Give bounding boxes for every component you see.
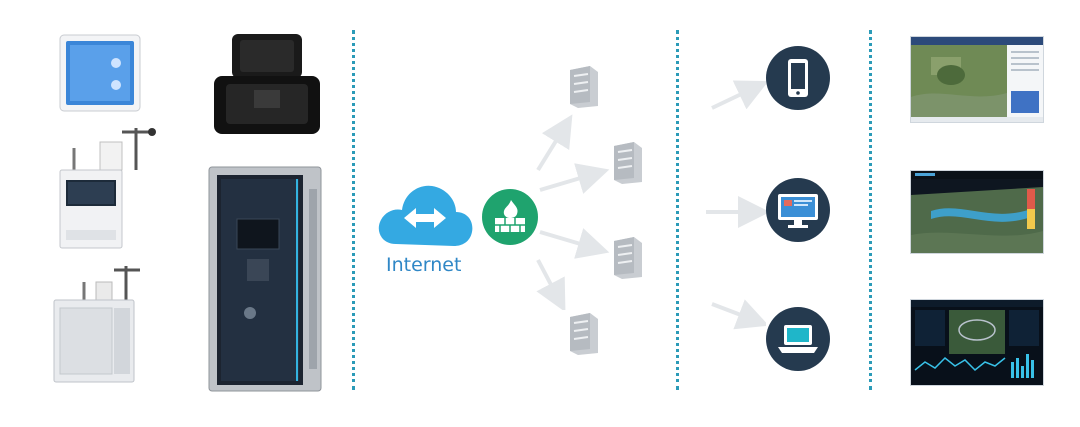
laptop-circle	[766, 307, 830, 371]
outdoor-monitor	[53, 266, 140, 383]
arrows-to-servers	[536, 114, 610, 310]
server-icon	[570, 66, 598, 108]
map-dashboard	[910, 36, 1044, 123]
divider-1	[352, 30, 355, 390]
portable-case	[214, 34, 320, 134]
smartphone-circle	[766, 46, 830, 110]
server-icon	[614, 142, 642, 184]
data-dashboard	[910, 299, 1044, 386]
smartphone-icon	[788, 59, 808, 97]
firewall-icon	[482, 189, 538, 245]
arrows-to-clients	[706, 80, 766, 330]
desktop-circle	[766, 178, 830, 242]
3d-map-dashboard	[910, 170, 1044, 254]
divider-3	[869, 30, 872, 390]
weather-station	[59, 128, 156, 249]
cloud-icon	[378, 185, 473, 246]
server-cabinet	[208, 166, 322, 392]
server-icon	[614, 237, 642, 279]
server-icon	[570, 313, 598, 355]
divider-2	[676, 30, 679, 390]
internet-label: Internet	[386, 254, 462, 276]
air-monitor-tablet	[59, 34, 141, 112]
desktop-monitor-icon	[778, 194, 818, 228]
laptop-icon	[778, 325, 818, 353]
